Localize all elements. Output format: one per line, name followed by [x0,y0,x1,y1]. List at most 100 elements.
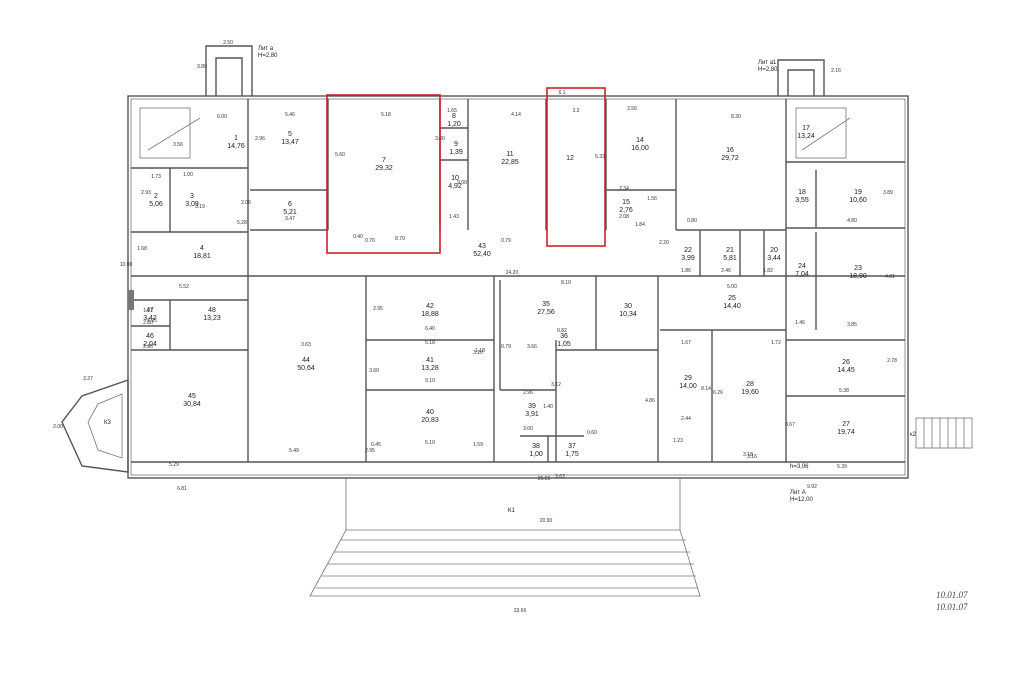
dimension-label: 1.65 [447,108,457,114]
dimension-label: 5.10 [425,440,435,446]
room-area-3: 3,09 [185,201,199,208]
room-area-38: 1,00 [529,451,543,458]
room-number-43: 43 [478,243,486,250]
room-area-15: 2,76 [619,207,633,214]
room-area-7: 29,32 [375,165,393,172]
outer-walls [61,45,973,597]
room-number-41: 41 [426,357,434,364]
room-area-27: 19,74 [837,429,855,436]
room-number-25: 25 [728,295,736,302]
highlights [326,87,606,254]
dimension-label: 6.1 [559,90,566,96]
room-number-40: 40 [426,409,434,416]
dimension-label: 8.70 [395,236,405,242]
dimension-label: 1.00 [183,172,193,178]
dimension-label: 6.40 [425,326,435,332]
dimension-label: 3.80 [197,64,207,70]
room-area-41: 13,28 [421,365,439,372]
dimension-label: 4.80 [847,218,857,224]
dimension-label: 5.18 [425,340,435,346]
room-number-44: 44 [302,357,310,364]
room-area-39: 3,91 [525,411,539,418]
dimension-label: 5.38 [839,388,849,394]
dimension-label: 5.00 [727,284,737,290]
room-number-27: 27 [842,421,850,428]
dimension-label: 3.47 [285,216,295,222]
lit-a1-label: Лит а1 [758,60,777,66]
room-number-30: 30 [624,303,632,310]
height-306-label: h=3,06 [790,464,809,470]
dimension-label: 2.46 [721,268,731,274]
dimension-label: 5.29 [169,462,179,468]
dimension-label: 3.3 [573,108,580,114]
dimension-label: 2.44 [681,416,691,422]
dimension-label: 1.18 [475,348,485,354]
highlight-room-7 [326,94,441,254]
dimension-label: 5.52 [179,284,189,290]
dimension-label: 1.40 [543,404,553,410]
room-number-22: 22 [684,247,692,254]
room-area-1: 14,76 [227,143,245,150]
dimension-label: 9.10 [425,378,435,384]
k3-label: К3 [104,420,111,426]
room-area-47: 3,42 [143,315,157,322]
dimension-label: 10.00 [120,262,133,268]
room-area-36: 1,05 [557,341,571,348]
lit-A-label: Лит А [790,490,806,496]
dimension-label: 0.79 [501,238,511,244]
dimension-label: 3.85 [847,322,857,328]
room-number-36: 36 [560,333,568,340]
k2-label: к2 [910,432,917,438]
room-area-35: 27,56 [537,309,555,316]
dimension-label: 2.96 [523,390,533,396]
dimension-label: 5.33 [595,154,605,160]
dimension-label: 3.63 [555,474,565,480]
dimension-label: 1.21 [143,308,153,314]
room-area-20: 3,44 [767,255,781,262]
dimension-label: 3.20 [473,350,483,356]
room-area-42: 18,88 [421,311,439,318]
room-area-17: 13,24 [797,133,815,140]
room-area-43: 52,40 [473,251,491,258]
dimension-label: 1.23 [673,438,683,444]
dimension-label: 1.84 [635,222,645,228]
room-number-14: 14 [636,137,644,144]
room-area-14: 16,00 [631,145,649,152]
stamp-1: 10.01.07 [936,590,968,600]
room-number-1: 1 [234,135,238,142]
dimension-label: 1.82 [763,268,773,274]
room-area-40: 20,83 [421,417,439,424]
dimension-label: 1.67 [681,340,691,346]
dimension-label: 20.90 [540,518,553,524]
room-number-8: 8 [452,113,456,120]
dimension-label: 2.60 [143,344,153,350]
interior-walls [128,99,905,463]
dimension-label: 2.95 [365,448,375,454]
dimension-label: 5.28 [237,220,247,226]
room-area-24: 7,04 [795,271,809,278]
room-number-7: 7 [382,157,386,164]
dimension-label: 3.27 [83,376,93,382]
dimension-label: 3.56 [627,106,637,112]
dimension-label: 6.00 [217,114,227,120]
dimension-label: 2.95 [373,306,383,312]
room-area-26: 14,45 [837,367,855,374]
dimension-label: 1.56 [647,196,657,202]
room-number-9: 9 [454,141,458,148]
room-area-28: 19,60 [741,389,759,396]
room-area-30: 10,34 [619,311,637,318]
dimension-label: 33.66 [514,608,527,614]
dimension-label: 3.00 [523,426,533,432]
dimension-label: 0.79 [501,344,511,350]
dimension-label: 0.80 [687,218,697,224]
room-area-44: 50,64 [297,365,315,372]
dimension-label: 3.66 [527,344,537,350]
dimension-label: 8.30 [731,114,741,120]
height-main-label: H=12,00 [790,497,814,503]
dimension-label: 5.18 [381,112,391,118]
dimension-label: 1.73 [151,174,161,180]
dimension-label: 2.08 [619,214,629,220]
room-area-9: 1,39 [449,149,463,156]
